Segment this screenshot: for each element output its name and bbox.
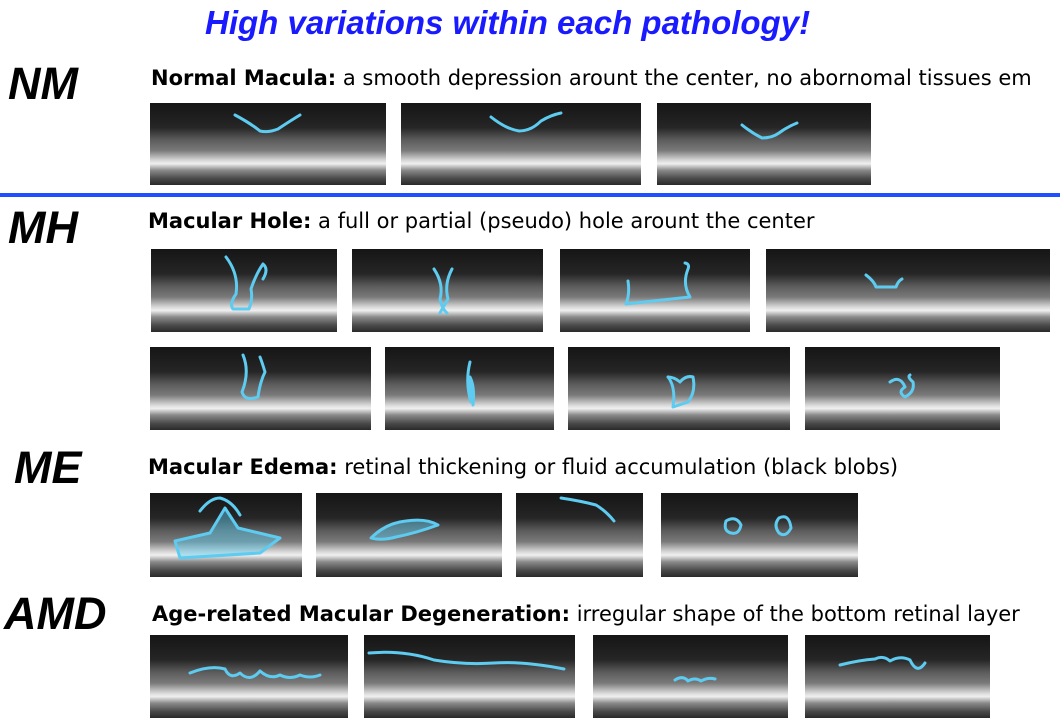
oct-scan-me-4 [661, 493, 858, 577]
oct-scan-mh-7 [568, 347, 790, 430]
oct-scan-nm-3 [657, 103, 871, 185]
mh-text: a full or partial (pseudo) hole arount t… [311, 209, 815, 233]
amd-label: AMD [4, 588, 107, 639]
me-name: Macular Edema: [148, 455, 338, 479]
oct-scan-amd-4 [805, 635, 990, 718]
mh-label: MH [8, 202, 78, 253]
oct-scan-mh-6 [385, 347, 554, 430]
oct-scan-mh-5 [150, 347, 371, 430]
me-description: Macular Edema: retinal thickening or flu… [148, 455, 898, 479]
oct-scan-mh-4 [766, 249, 1050, 332]
oct-scan-me-3 [516, 493, 643, 577]
oct-scan-me-2 [316, 493, 502, 577]
amd-description: Age-related Macular Degeneration: irregu… [152, 602, 1020, 626]
nm-name: Normal Macula: [151, 66, 337, 90]
nm-description: Normal Macula: a smooth depression aroun… [151, 66, 1032, 90]
me-text: retinal thickening or fluid accumulation… [337, 455, 899, 479]
nm-text: a smooth depression arount the center, n… [336, 66, 1032, 90]
oct-scan-mh-8 [805, 347, 1000, 430]
oct-scan-amd-3 [593, 635, 788, 718]
amd-name: Age-related Macular Degeneration: [152, 602, 571, 626]
amd-text: irregular shape of the bottom retinal la… [570, 602, 1020, 626]
mh-description: Macular Hole: a full or partial (pseudo)… [148, 209, 815, 233]
oct-scan-amd-1 [150, 635, 348, 718]
slide-title: High variations within each pathology! [205, 4, 811, 41]
nm-label: NM [8, 58, 78, 109]
oct-scan-mh-3 [560, 249, 750, 332]
me-label: ME [14, 442, 82, 493]
oct-scan-amd-2 [364, 635, 575, 718]
oct-scan-mh-1 [151, 249, 337, 332]
section-divider [0, 193, 1060, 197]
oct-scan-nm-2 [401, 103, 641, 185]
mh-name: Macular Hole: [148, 209, 312, 233]
oct-scan-me-1 [150, 493, 302, 577]
oct-scan-nm-1 [150, 103, 386, 185]
oct-scan-mh-2 [352, 249, 543, 332]
